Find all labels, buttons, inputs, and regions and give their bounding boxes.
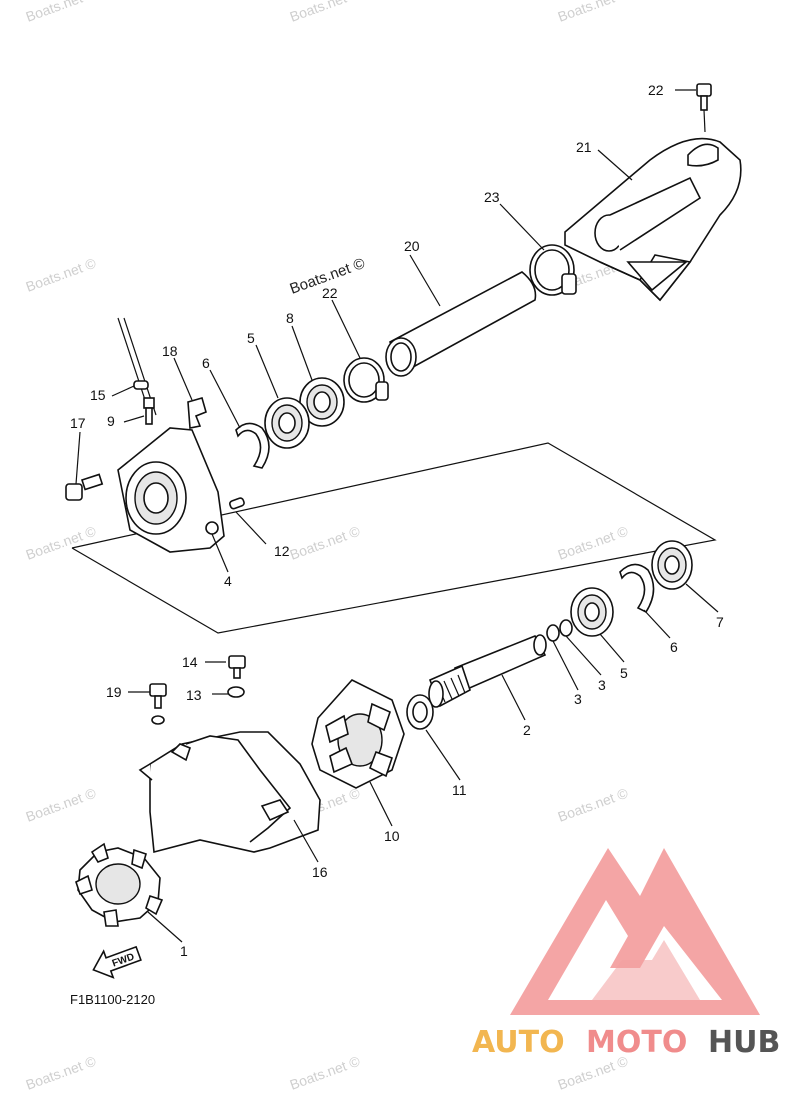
callout-11: 11 xyxy=(452,782,467,798)
automotohub-logo: AUTO MOTO HUB xyxy=(472,848,780,1060)
callout-21: 21 xyxy=(576,139,592,155)
nozzle-part-21 xyxy=(564,137,742,302)
o-ring-part-3-b xyxy=(559,619,573,637)
pin-part-12 xyxy=(229,497,245,510)
callout-3-b: 3 xyxy=(574,691,582,707)
bearing-part-5-lower xyxy=(570,587,614,637)
callout-6-upper: 6 xyxy=(202,355,210,371)
watermark: Boats.net © xyxy=(288,0,363,25)
callout-18: 18 xyxy=(162,343,178,359)
bearing-part-8 xyxy=(299,377,345,427)
callout-5-lower: 5 xyxy=(620,665,628,681)
watermark: Boats.net © xyxy=(24,784,99,824)
callout-22-middle: 22 xyxy=(322,285,338,301)
callout-2: 2 xyxy=(523,722,531,738)
clip-part-15 xyxy=(133,380,149,390)
circlip-part-6-upper xyxy=(235,422,270,469)
housing-part-4 xyxy=(117,427,225,553)
bolt-part-14 xyxy=(228,655,246,679)
watermark: Boats.net © xyxy=(556,784,631,824)
callout-23: 23 xyxy=(484,189,500,205)
plate-part-18 xyxy=(117,317,207,429)
assembly-frame xyxy=(71,442,717,634)
clamp-part-23 xyxy=(529,244,577,296)
callout-13: 13 xyxy=(186,687,202,703)
washer-part-13 xyxy=(227,686,245,698)
callout-8-upper: 8 xyxy=(286,310,294,326)
washer-part-11 xyxy=(406,694,434,730)
callout-6-lower: 6 xyxy=(670,639,678,655)
callout-17: 17 xyxy=(70,415,86,431)
watermark: Boats.net © xyxy=(556,0,631,25)
watermarks: Boats.net © Boats.net © Boats.net © Boat… xyxy=(24,0,631,1093)
callout-9: 9 xyxy=(107,413,115,429)
callout-4: 4 xyxy=(224,573,232,589)
callout-16: 16 xyxy=(312,864,328,880)
bolt-part-17 xyxy=(65,473,104,501)
watermark: Boats.net © xyxy=(556,522,631,562)
leader-lines xyxy=(75,89,719,943)
watermark: Boats.net © xyxy=(288,522,363,562)
cover-part-16 xyxy=(138,731,321,854)
callout-5-upper: 5 xyxy=(247,330,255,346)
logo-text-auto: AUTO xyxy=(472,1025,565,1060)
callout-20: 20 xyxy=(404,238,420,254)
callout-12: 12 xyxy=(274,543,290,559)
bolt-part-22-top xyxy=(696,83,712,133)
damper-part-1 xyxy=(75,842,164,927)
logo-text-moto: MOTO xyxy=(586,1025,687,1060)
bolt-part-19 xyxy=(149,683,167,725)
callout-3-a: 3 xyxy=(598,677,606,693)
o-ring-part-3-a xyxy=(546,624,560,642)
tube-part-20 xyxy=(385,271,537,377)
bearing-part-5-upper xyxy=(264,397,310,449)
callouts: 22 21 23 20 22 8 5 6 18 15 9 17 12 4 7 6… xyxy=(70,82,724,959)
diagram-code: F1B1100-2120 xyxy=(70,992,155,1007)
callout-22-top: 22 xyxy=(648,82,664,98)
coupler-part-10 xyxy=(311,679,405,789)
fwd-arrow: FWD xyxy=(92,945,142,979)
circlip-part-6-lower xyxy=(619,563,655,614)
bearing-part-7 xyxy=(651,540,693,590)
logo-text-hub: HUB xyxy=(708,1025,780,1060)
nipple-part-9 xyxy=(143,397,155,425)
callout-1: 1 xyxy=(180,943,188,959)
watermark: Boats.net © xyxy=(288,1052,363,1092)
callout-15: 15 xyxy=(90,387,106,403)
watermark: Boats.net © xyxy=(24,1052,99,1092)
shaft-part-2 xyxy=(428,634,547,708)
watermark: Boats.net © xyxy=(24,254,99,294)
callout-10: 10 xyxy=(384,828,400,844)
callout-14: 14 xyxy=(182,654,198,670)
watermark: Boats.net © xyxy=(24,0,99,25)
callout-19: 19 xyxy=(106,684,122,700)
callout-7: 7 xyxy=(716,614,724,630)
clamp-part-22-middle xyxy=(343,357,389,403)
